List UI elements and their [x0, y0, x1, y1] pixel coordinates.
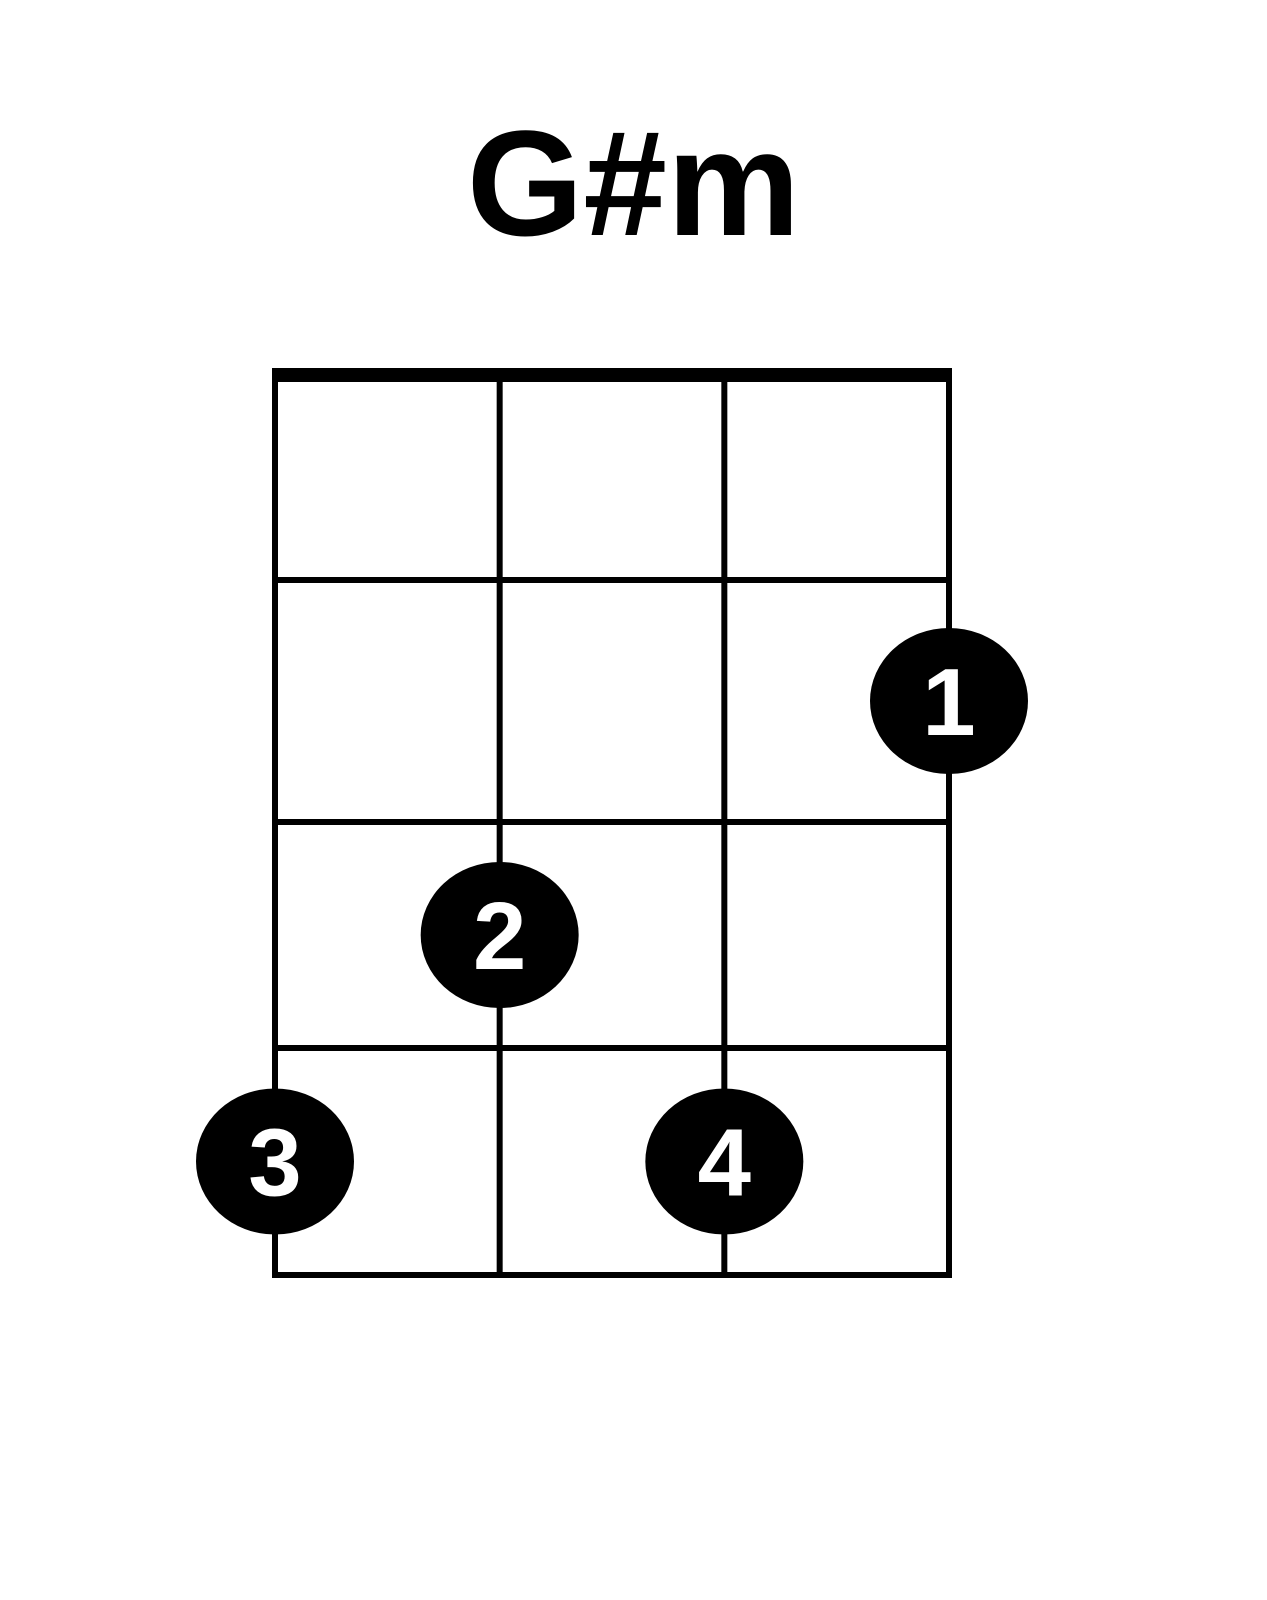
finger-dot-4: 4 [645, 1088, 804, 1235]
finger-number: 3 [248, 1110, 301, 1217]
fretboard-grid [272, 368, 952, 1278]
finger-dot-circle [645, 1088, 804, 1235]
finger-number: 2 [473, 883, 526, 990]
finger-dot-circle [196, 1088, 354, 1235]
finger-dot-2: 2 [420, 862, 579, 1008]
finger-number: 4 [698, 1110, 751, 1217]
finger-dot-3: 3 [196, 1088, 354, 1235]
finger-dot-circle [420, 862, 579, 1008]
finger-dot-circle [870, 628, 1028, 774]
finger-dots: 1 2 3 4 [196, 628, 1028, 1235]
finger-dot-1: 1 [870, 628, 1028, 774]
finger-number: 1 [922, 649, 975, 756]
chord-title: G#m [466, 99, 801, 267]
nut [272, 368, 952, 382]
